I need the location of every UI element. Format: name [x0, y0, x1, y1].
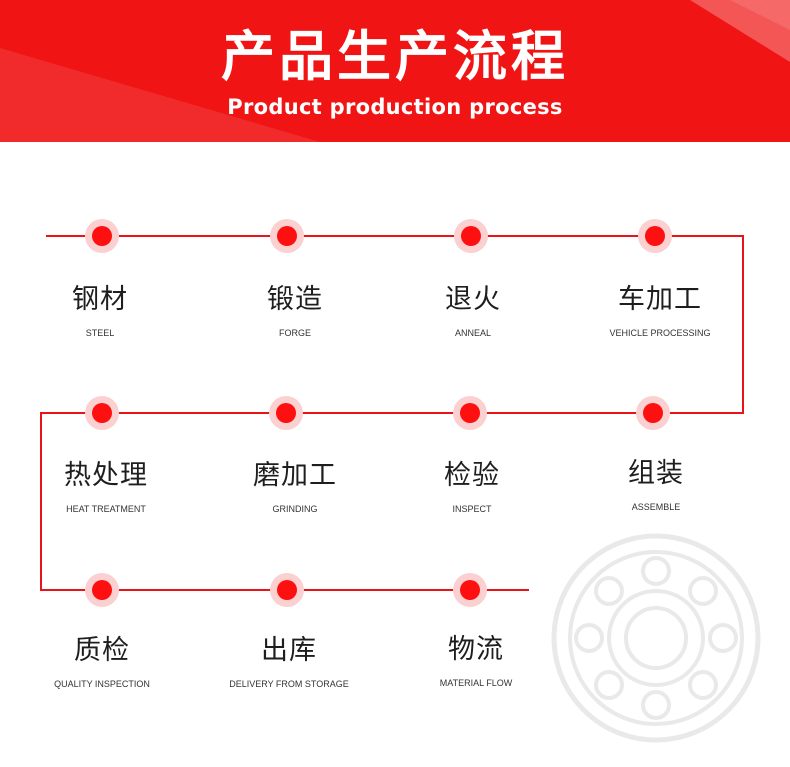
step-label-cn: 钢材	[72, 284, 128, 315]
process-step-anneal: 退火 ANNEAL	[373, 283, 573, 340]
step-dot	[453, 573, 487, 607]
step-dot	[85, 396, 119, 430]
step-label-en: HEAT TREATMENT	[66, 504, 146, 514]
process-step-delivery: 出库 DELIVERY FROM STORAGE	[189, 634, 389, 691]
process-step-material-flow: 物流 MATERIAL FLOW	[376, 633, 576, 690]
process-step-grinding: 磨加工 GRINDING	[195, 459, 395, 516]
step-label-cn: 组装	[628, 458, 684, 489]
step-label-cn: 磨加工	[253, 460, 337, 491]
step-dot	[270, 573, 304, 607]
process-step-quality-inspection: 质检 QUALITY INSPECTION	[2, 634, 202, 691]
step-label-en: STEEL	[85, 328, 115, 338]
page-title: 产品生产流程	[221, 25, 569, 88]
step-dot	[638, 219, 672, 253]
flow-line	[40, 235, 744, 591]
process-step-inspect: 检验 INSPECT	[372, 459, 572, 516]
step-dot	[636, 396, 670, 430]
step-dot	[85, 573, 119, 607]
header-decoration	[0, 0, 790, 142]
step-label-cn: 车加工	[618, 284, 702, 315]
step-label-cn: 质检	[74, 635, 130, 666]
process-step-heat-treatment: 热处理 HEAT TREATMENT	[6, 459, 206, 516]
step-dot	[85, 219, 119, 253]
step-label-cn: 锻造	[267, 284, 323, 315]
header-banner: 产品生产流程 Product production process	[0, 0, 790, 142]
process-step-vehicle-processing: 车加工 VEHICLE PROCESSING	[560, 283, 760, 340]
page-subtitle: Product production process	[227, 95, 563, 119]
step-label-en: MATERIAL FLOW	[439, 678, 513, 688]
step-label-en: ANNEAL	[454, 328, 491, 338]
step-label-en: VEHICLE PROCESSING	[609, 328, 711, 338]
step-label-en: ASSEMBLE	[631, 502, 681, 512]
step-label-cn: 热处理	[64, 460, 148, 491]
step-label-en: INSPECT	[452, 504, 492, 514]
bearing-icon	[551, 533, 761, 743]
step-label-en: FORGE	[278, 328, 311, 338]
step-label-cn: 出库	[261, 635, 317, 666]
step-label-en: QUALITY INSPECTION	[54, 679, 150, 689]
step-label-cn: 退火	[445, 284, 501, 315]
process-step-assemble: 组装 ASSEMBLE	[556, 457, 756, 514]
step-dot	[453, 396, 487, 430]
step-dot	[454, 219, 488, 253]
process-step-steel: 钢材 STEEL	[0, 283, 200, 340]
step-label-en: GRINDING	[272, 504, 318, 514]
process-step-forge: 锻造 FORGE	[195, 283, 395, 340]
step-label-cn: 检验	[444, 460, 500, 491]
step-dot	[269, 396, 303, 430]
step-label-cn: 物流	[448, 634, 504, 665]
step-label-en: DELIVERY FROM STORAGE	[229, 679, 349, 689]
step-dot	[270, 219, 304, 253]
